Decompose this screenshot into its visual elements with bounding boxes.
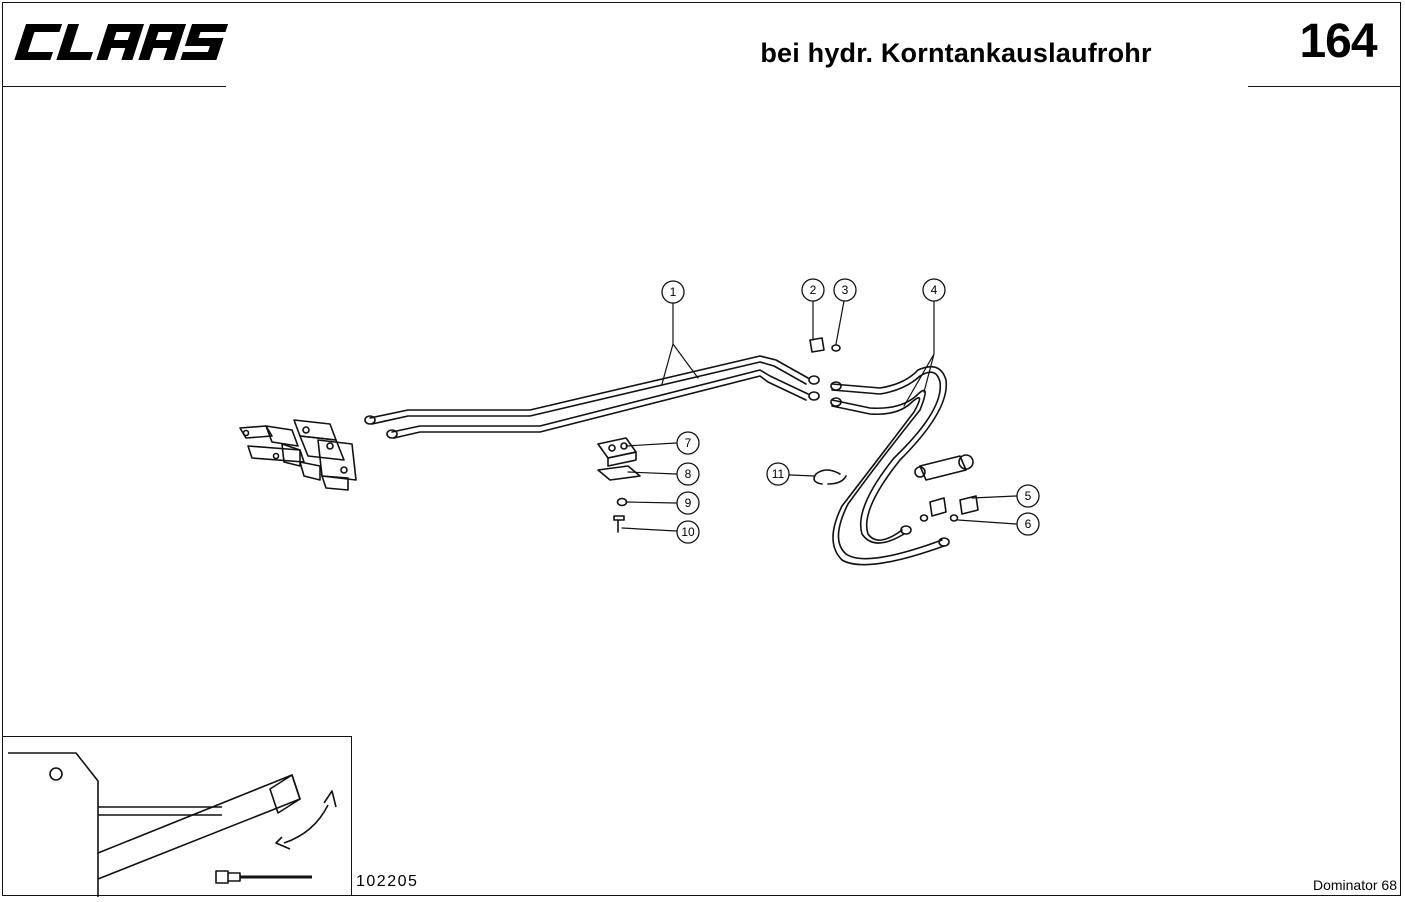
callout-9: 9 <box>676 491 700 515</box>
elbow-fittings <box>929 495 979 517</box>
cylinder-body <box>215 870 229 884</box>
callout-8: 8 <box>676 462 700 486</box>
cover-plate <box>597 465 641 481</box>
callout-2: 2 <box>801 278 825 302</box>
seal-rings <box>919 514 959 522</box>
hydraulic-hoses <box>830 365 950 566</box>
callout-4: 4 <box>922 278 946 302</box>
callout-1: 1 <box>661 280 685 304</box>
arrow-head-up <box>323 790 337 808</box>
leader-lines <box>621 300 1017 532</box>
machine-model: Dominator 68 <box>1312 877 1397 893</box>
callout-label: 5 <box>1025 489 1032 503</box>
arrow-head-down <box>275 836 291 850</box>
hydraulic-cylinder-end <box>914 454 974 481</box>
swing-arc <box>283 804 329 844</box>
drawing-number: 102205 <box>356 873 419 890</box>
pipe-clamp <box>597 437 637 467</box>
page-title: bei hydr. Korntankauslaufrohr <box>760 38 1152 68</box>
callout-5: 5 <box>1016 484 1040 508</box>
callout-6: 6 <box>1016 512 1040 536</box>
callout-label: 2 <box>810 283 817 297</box>
tank-hole <box>49 767 63 781</box>
washer-part <box>831 344 841 352</box>
callout-10: 10 <box>676 520 700 544</box>
locator-sketch <box>8 752 337 897</box>
callout-3: 3 <box>833 278 857 302</box>
callout-label: 6 <box>1025 517 1032 531</box>
claas-logo <box>14 24 229 60</box>
locator-inset <box>2 736 352 897</box>
callout-label: 10 <box>681 525 695 539</box>
valve-block <box>239 419 357 491</box>
callout-7: 7 <box>676 431 700 455</box>
hex-nut <box>616 497 628 507</box>
grain-tank-outline <box>8 752 99 897</box>
callout-label: 4 <box>931 283 938 297</box>
page-number: 164 <box>1299 15 1377 68</box>
nut-part <box>809 337 825 353</box>
callout-label: 1 <box>670 285 677 299</box>
callout-11: 11 <box>766 462 790 486</box>
callout-label: 3 <box>842 283 849 297</box>
callout-label: 9 <box>685 496 692 510</box>
page-number-rule <box>1248 86 1400 87</box>
bolt <box>613 515 625 533</box>
callout-label: 8 <box>685 467 692 481</box>
callout-label: 7 <box>685 436 692 450</box>
steel-pipes <box>364 355 820 439</box>
callout-label: 11 <box>772 467 785 481</box>
snap-ring <box>813 469 847 485</box>
logo-rule <box>2 86 226 87</box>
